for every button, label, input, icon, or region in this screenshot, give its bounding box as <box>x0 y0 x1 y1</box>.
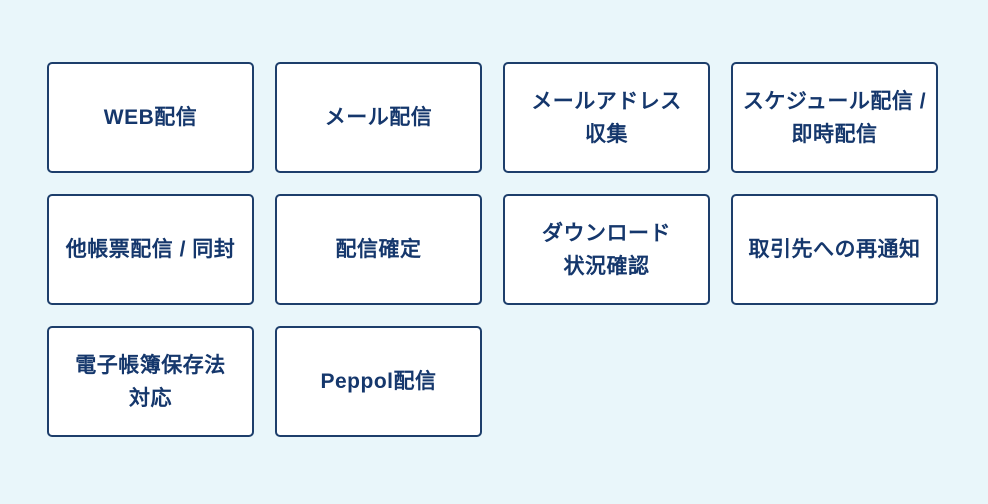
card-peppol-delivery[interactable]: Peppol配信 <box>275 326 482 437</box>
card-partner-renotification[interactable]: 取引先への再通知 <box>731 194 938 305</box>
card-label-line: 取引先への再通知 <box>748 238 921 261</box>
card-download-status-check[interactable]: ダウンロード 状況確認 <box>503 194 710 305</box>
card-web-delivery[interactable]: WEB配信 <box>47 62 254 173</box>
card-delivery-confirmation[interactable]: 配信確定 <box>275 194 482 305</box>
card-mail-address-collection[interactable]: メールアドレス 収集 <box>503 62 710 173</box>
card-denshichobo-compliance[interactable]: 電子帳簿保存法 対応 <box>47 326 254 437</box>
card-label-line: 状況確認 <box>563 254 650 278</box>
card-label-line: WEB配信 <box>103 106 198 129</box>
card-mail-delivery[interactable]: メール配信 <box>275 62 482 173</box>
card-label-line: スケジュール配信 / <box>742 89 927 113</box>
card-label-line: メール配信 <box>324 106 433 129</box>
feature-card-grid: WEB配信 メール配信 メールアドレス 収集 スケジュール配信 / 即時配信 他… <box>47 62 938 437</box>
card-label-line: 対応 <box>129 386 172 410</box>
card-label-line: 配信確定 <box>335 238 422 261</box>
card-other-forms-delivery[interactable]: 他帳票配信 / 同封 <box>47 194 254 305</box>
card-label-line: 他帳票配信 / 同封 <box>65 238 236 261</box>
card-label-line: メールアドレス <box>531 89 682 113</box>
card-label-line: 電子帳簿保存法 <box>75 353 226 377</box>
card-schedule-delivery[interactable]: スケジュール配信 / 即時配信 <box>731 62 938 173</box>
card-label-line: ダウンロード <box>542 221 671 245</box>
card-label-line: 即時配信 <box>791 122 878 146</box>
card-label-line: Peppol配信 <box>320 370 437 393</box>
card-label-line: 収集 <box>585 122 628 146</box>
